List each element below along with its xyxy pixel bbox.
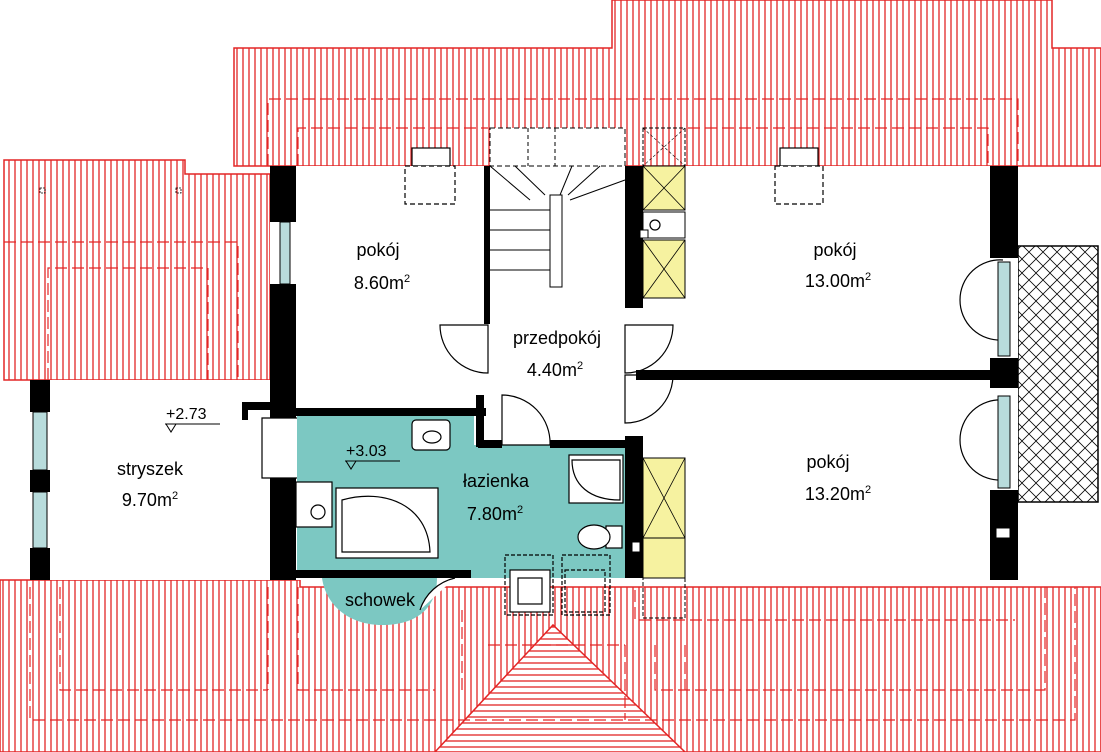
walls: [30, 166, 1018, 580]
level-marks: +2.73 +3.03: [165, 406, 400, 470]
skylights: [404, 147, 824, 205]
room-name-pokoj-2: pokój: [813, 240, 856, 260]
room-area-stryszek: 9.70m2: [122, 490, 178, 510]
room-name-pokoj-1: pokój: [356, 240, 399, 260]
room-area-pokoj-2: 13.00m2: [805, 271, 871, 291]
roof-top: [233, 0, 1101, 167]
windows: [32, 221, 1011, 549]
room-area-pokoj-1: 8.60m2: [354, 273, 410, 293]
roof-left: [3, 159, 271, 381]
storage-label: schowek: [345, 590, 416, 610]
level-mark-attic: +2.73: [166, 406, 207, 423]
room-labels: pokój 8.60m2 przedpokój 4.40m2 pokój 13.…: [117, 240, 871, 610]
level-mark-bathroom: +3.03: [346, 443, 387, 460]
room-area-przedpokoj: 4.40m2: [527, 360, 583, 380]
wall-openings: [631, 229, 1011, 553]
room-name-stryszek: stryszek: [117, 459, 184, 479]
terrace-lattice: [1017, 245, 1099, 503]
room-area-pokoj-3: 13.20m2: [805, 484, 871, 504]
room-name-lazienka: łazienka: [463, 471, 530, 491]
storage-floor: [322, 578, 437, 626]
staircase: [489, 127, 626, 288]
room-area-lazienka: 7.80m2: [467, 504, 523, 524]
bathroom-fixtures: [295, 419, 624, 616]
room-name-pokoj-3: pokój: [806, 452, 849, 472]
room-name-przedpokoj: przedpokój: [513, 328, 601, 348]
roof-eave-lines: [4, 98, 1076, 721]
